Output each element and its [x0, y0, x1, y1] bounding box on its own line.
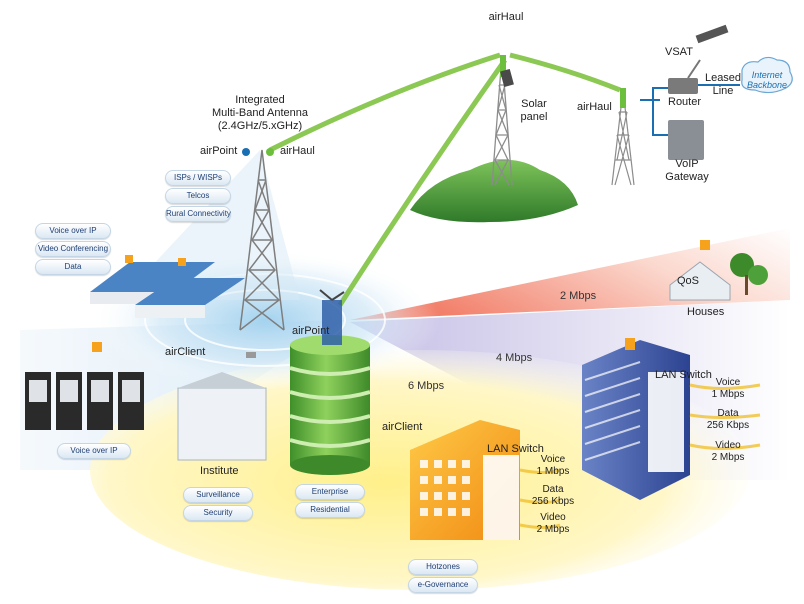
antenna-top [500, 55, 506, 77]
orange-building-icon [410, 420, 520, 540]
airhaul-left-label: airHaul [280, 145, 315, 157]
village-houses-icon [90, 255, 245, 318]
internet-backbone-label: Internet Backbone [746, 70, 788, 90]
voip-gateway-icon [668, 120, 704, 160]
airhaul-right-label: airHaul [577, 101, 612, 113]
airclient-center-label: airClient [382, 421, 423, 433]
backhaul-link-1 [268, 52, 501, 153]
enterprise-cylinder-icon [289, 289, 371, 475]
payphones-icon [25, 342, 144, 430]
pill-video-conferencing: Video Conferencing [35, 241, 111, 257]
pill-enterprise: Enterprise [295, 484, 365, 500]
pill-isps-wisps: ISPs / WISPs [165, 170, 231, 186]
router-icon [668, 78, 698, 94]
qos-label: QoS [677, 275, 700, 287]
backbone-wiring [640, 87, 668, 136]
airhaul-top-label: airHaul [488, 11, 524, 23]
video-right-label: Video 2 Mbps [711, 440, 745, 463]
airpoint-antenna-icon [242, 148, 250, 156]
houses-label: Houses [687, 306, 725, 318]
pill-surveillance: Surveillance [183, 487, 253, 503]
tower-main [239, 149, 285, 331]
vsat-label: VSAT [665, 46, 693, 58]
rate-center-label: 6 Mbps [408, 380, 445, 392]
lan-switch-center-label: LAN Switch [487, 443, 544, 455]
pill-data: Data [35, 259, 111, 275]
airpoint-center-label: airPoint [292, 325, 330, 337]
airclient-left-label: airClient [165, 346, 206, 358]
pill-residential: Residential [295, 502, 365, 518]
rate-right-label: 4 Mbps [496, 352, 533, 364]
pill-voice-over-ip-top: Voice over IP [35, 223, 111, 239]
hill [410, 160, 578, 223]
institute-label: Institute [200, 465, 239, 477]
pill-e-governance: e-Governance [408, 577, 478, 593]
pill-security: Security [183, 505, 253, 521]
leased-line-label: Leased Line [704, 72, 742, 97]
pill-telcos: Telcos [165, 188, 231, 204]
solar-panel-icon [500, 68, 514, 88]
airpoint-left-label: airPoint [200, 145, 238, 157]
solar-panel-label: Solar panel [520, 98, 548, 123]
lan-switch-right-label: LAN Switch [655, 369, 712, 381]
internet-cloud-icon [741, 56, 793, 94]
voip-gateway-label: VoIP Gateway [665, 158, 709, 183]
antenna-right [620, 88, 626, 108]
pill-voice-over-ip-bottom: Voice over IP [57, 443, 131, 459]
rate-houses-label: 2 Mbps [560, 290, 597, 302]
backhaul-link-3 [509, 52, 621, 93]
backhaul-link-2 [337, 58, 508, 307]
pill-hotzones: Hotzones [408, 559, 478, 575]
video-center-label: Video 2 Mbps [536, 512, 570, 535]
blue-building-icon [582, 338, 690, 500]
integrated-antenna-label: Integrated Multi-Band Antenna (2.4GHz/5.… [211, 94, 308, 132]
airhaul-antenna-icon [266, 148, 274, 156]
houses-icon [669, 240, 768, 301]
router-label: Router [668, 96, 702, 108]
pill-rural-connectivity: Rural Connectivity [165, 206, 231, 222]
vsat-satellite-icon [695, 24, 729, 44]
voice-center-label: Voice 1 Mbps [536, 454, 570, 477]
data-right-label: Data 256 Kbps [706, 408, 750, 431]
institute-building-icon [177, 352, 267, 461]
data-center-label: Data 256 Kbps [531, 484, 575, 507]
voice-right-label: Voice 1 Mbps [711, 377, 745, 400]
